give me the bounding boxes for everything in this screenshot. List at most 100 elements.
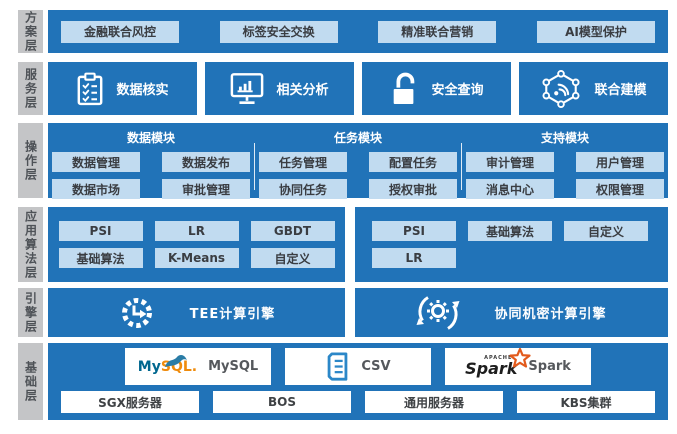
module-chip: 配置任务 (369, 152, 457, 172)
module-chip: 协同任务 (259, 179, 347, 199)
layer-label-text: 应用算法层 (23, 209, 38, 280)
service-label: 联合建模 (594, 83, 647, 98)
engine-label: TEE计算引擎 (189, 307, 276, 322)
module-group-title: 任务模块 (333, 131, 382, 145)
monitor-chart-icon (230, 72, 264, 105)
data-source-label: MySQL (208, 359, 259, 374)
solution-chip: 精准联合营销 (378, 20, 497, 43)
module-group-task: 任务模块 任务管理 配置任务 协同任务 授权审批 (255, 123, 461, 199)
algorithm-chip: PSI (372, 221, 456, 241)
lock-open-icon (389, 71, 419, 106)
module-grid: 审计管理 用户管理 消息中心 权限管理 (466, 152, 664, 199)
group-divider (461, 143, 462, 190)
layer-label-base: 基础层 (18, 343, 43, 420)
algorithm-chip: K-Means (154, 248, 239, 268)
algorithm-panel-right: PSI 基础算法 自定义 LR (355, 207, 668, 282)
infrastructure-box: BOS (213, 391, 351, 413)
layer-label-text: 操作层 (23, 139, 38, 182)
infrastructure-box: 通用服务器 (365, 391, 503, 413)
layer-label-solution: 方案层 (18, 10, 43, 53)
algorithm-layer-panels: PSI LR GBDT 基础算法 K-Means 自定义 PSI 基础算法 自定… (48, 207, 668, 282)
engine-box-collaborative: 协同机密计算引擎 (355, 288, 668, 337)
algorithm-chip: GBDT (250, 221, 335, 241)
hexagon-network-icon (540, 69, 582, 108)
cpu-chip-icon (118, 294, 156, 332)
solution-chip: 金融联合风控 (61, 20, 179, 43)
infrastructure-box: KBS集群 (517, 391, 655, 413)
module-grid: 任务管理 配置任务 协同任务 授权审批 (259, 152, 457, 199)
module-group-title: 数据模块 (126, 131, 175, 145)
engine-layer-panels: TEE计算引擎 (48, 288, 668, 337)
data-source-label: Spark (528, 359, 571, 374)
module-chip: 消息中心 (466, 179, 554, 199)
layer-label-operation: 操作层 (18, 123, 43, 198)
service-layer-row: 服务层 数据核实 (18, 62, 668, 115)
infrastructure-box: SGX服务器 (61, 391, 199, 413)
spark-logo-text-apache: APACHE (484, 355, 513, 361)
service-box-data-verify: 数据核实 (48, 62, 197, 115)
algorithm-chip: PSI (58, 221, 143, 241)
algorithm-chip: LR (154, 221, 239, 241)
module-chip: 数据发布 (162, 152, 250, 172)
module-chip: 任务管理 (259, 152, 347, 172)
module-chip: 权限管理 (576, 179, 664, 199)
module-chip: 数据市场 (52, 179, 140, 199)
algorithm-chip-row: LR (372, 248, 668, 268)
data-source-csv: CSV (285, 348, 431, 385)
data-source-spark: APACHE Spark Spark (445, 348, 591, 385)
module-chip: 审批管理 (162, 179, 250, 199)
module-chip: 数据管理 (52, 152, 140, 172)
module-group-data: 数据模块 数据管理 数据发布 数据市场 审批管理 (48, 123, 254, 199)
algorithm-chip: 自定义 (564, 221, 648, 241)
service-label: 安全查询 (431, 83, 484, 98)
service-box-joint-modeling: 联合建模 (519, 62, 668, 115)
service-label: 数据核实 (116, 83, 169, 98)
service-label: 相关分析 (276, 83, 329, 98)
algorithm-chip: 基础算法 (58, 248, 143, 268)
panel-gap (345, 207, 355, 282)
algorithm-chip: 自定义 (250, 248, 335, 268)
module-chip: 审计管理 (466, 152, 554, 172)
solution-chip: AI模型保护 (536, 20, 655, 43)
module-chip: 用户管理 (576, 152, 664, 172)
algorithm-layer-row: 应用算法层 PSI LR GBDT 基础算法 K-Means 自定义 PSI 基… (18, 207, 668, 282)
algorithm-chip-row: PSI 基础算法 自定义 (372, 221, 668, 241)
module-group-support: 支持模块 审计管理 用户管理 消息中心 权限管理 (462, 123, 668, 199)
spark-logo-text-word: Spark (465, 359, 518, 378)
layer-label-algorithm: 应用算法层 (18, 207, 43, 282)
layer-label-engine: 引擎层 (18, 288, 43, 337)
module-group-title: 支持模块 (540, 131, 589, 145)
engine-label: 协同机密计算引擎 (494, 307, 607, 322)
layer-label-text: 引擎层 (23, 291, 38, 334)
algorithm-chip: 基础算法 (468, 221, 552, 241)
solution-layer-row: 方案层 金融联合风控 标签安全交换 精准联合营销 AI模型保护 (18, 10, 668, 53)
operation-layer-panel: 数据模块 数据管理 数据发布 数据市场 审批管理 任务模块 任务管理 配置任务 … (48, 123, 668, 199)
service-box-correlation-analysis: 相关分析 (205, 62, 354, 115)
clipboard-checklist-icon (76, 72, 104, 106)
solution-chip: 标签安全交换 (219, 20, 338, 43)
layer-label-service: 服务层 (18, 62, 43, 115)
layer-label-text: 服务层 (23, 67, 38, 110)
mysql-logo-text-my: My (137, 358, 161, 375)
algorithm-chip: LR (372, 248, 456, 268)
solution-layer-panel: 金融联合风控 标签安全交换 精准联合营销 AI模型保护 (48, 10, 668, 53)
service-box-secure-query: 安全查询 (362, 62, 511, 115)
csv-file-icon (325, 351, 350, 382)
service-layer-panel: 数据核实 相关分析 (48, 62, 668, 115)
panel-gap (345, 288, 355, 337)
algorithm-panel-left: PSI LR GBDT 基础算法 K-Means 自定义 (48, 207, 345, 282)
group-divider (254, 143, 255, 190)
module-grid: 数据管理 数据发布 数据市场 审批管理 (52, 152, 250, 199)
infrastructure-row: SGX服务器 BOS 通用服务器 KBS集群 (48, 391, 668, 413)
data-source-label: CSV (361, 359, 391, 374)
spark-logo: APACHE Spark (465, 348, 532, 378)
layer-label-text: 方案层 (23, 10, 38, 53)
layer-label-text: 基础层 (23, 360, 38, 403)
module-chip: 授权审批 (369, 179, 457, 199)
